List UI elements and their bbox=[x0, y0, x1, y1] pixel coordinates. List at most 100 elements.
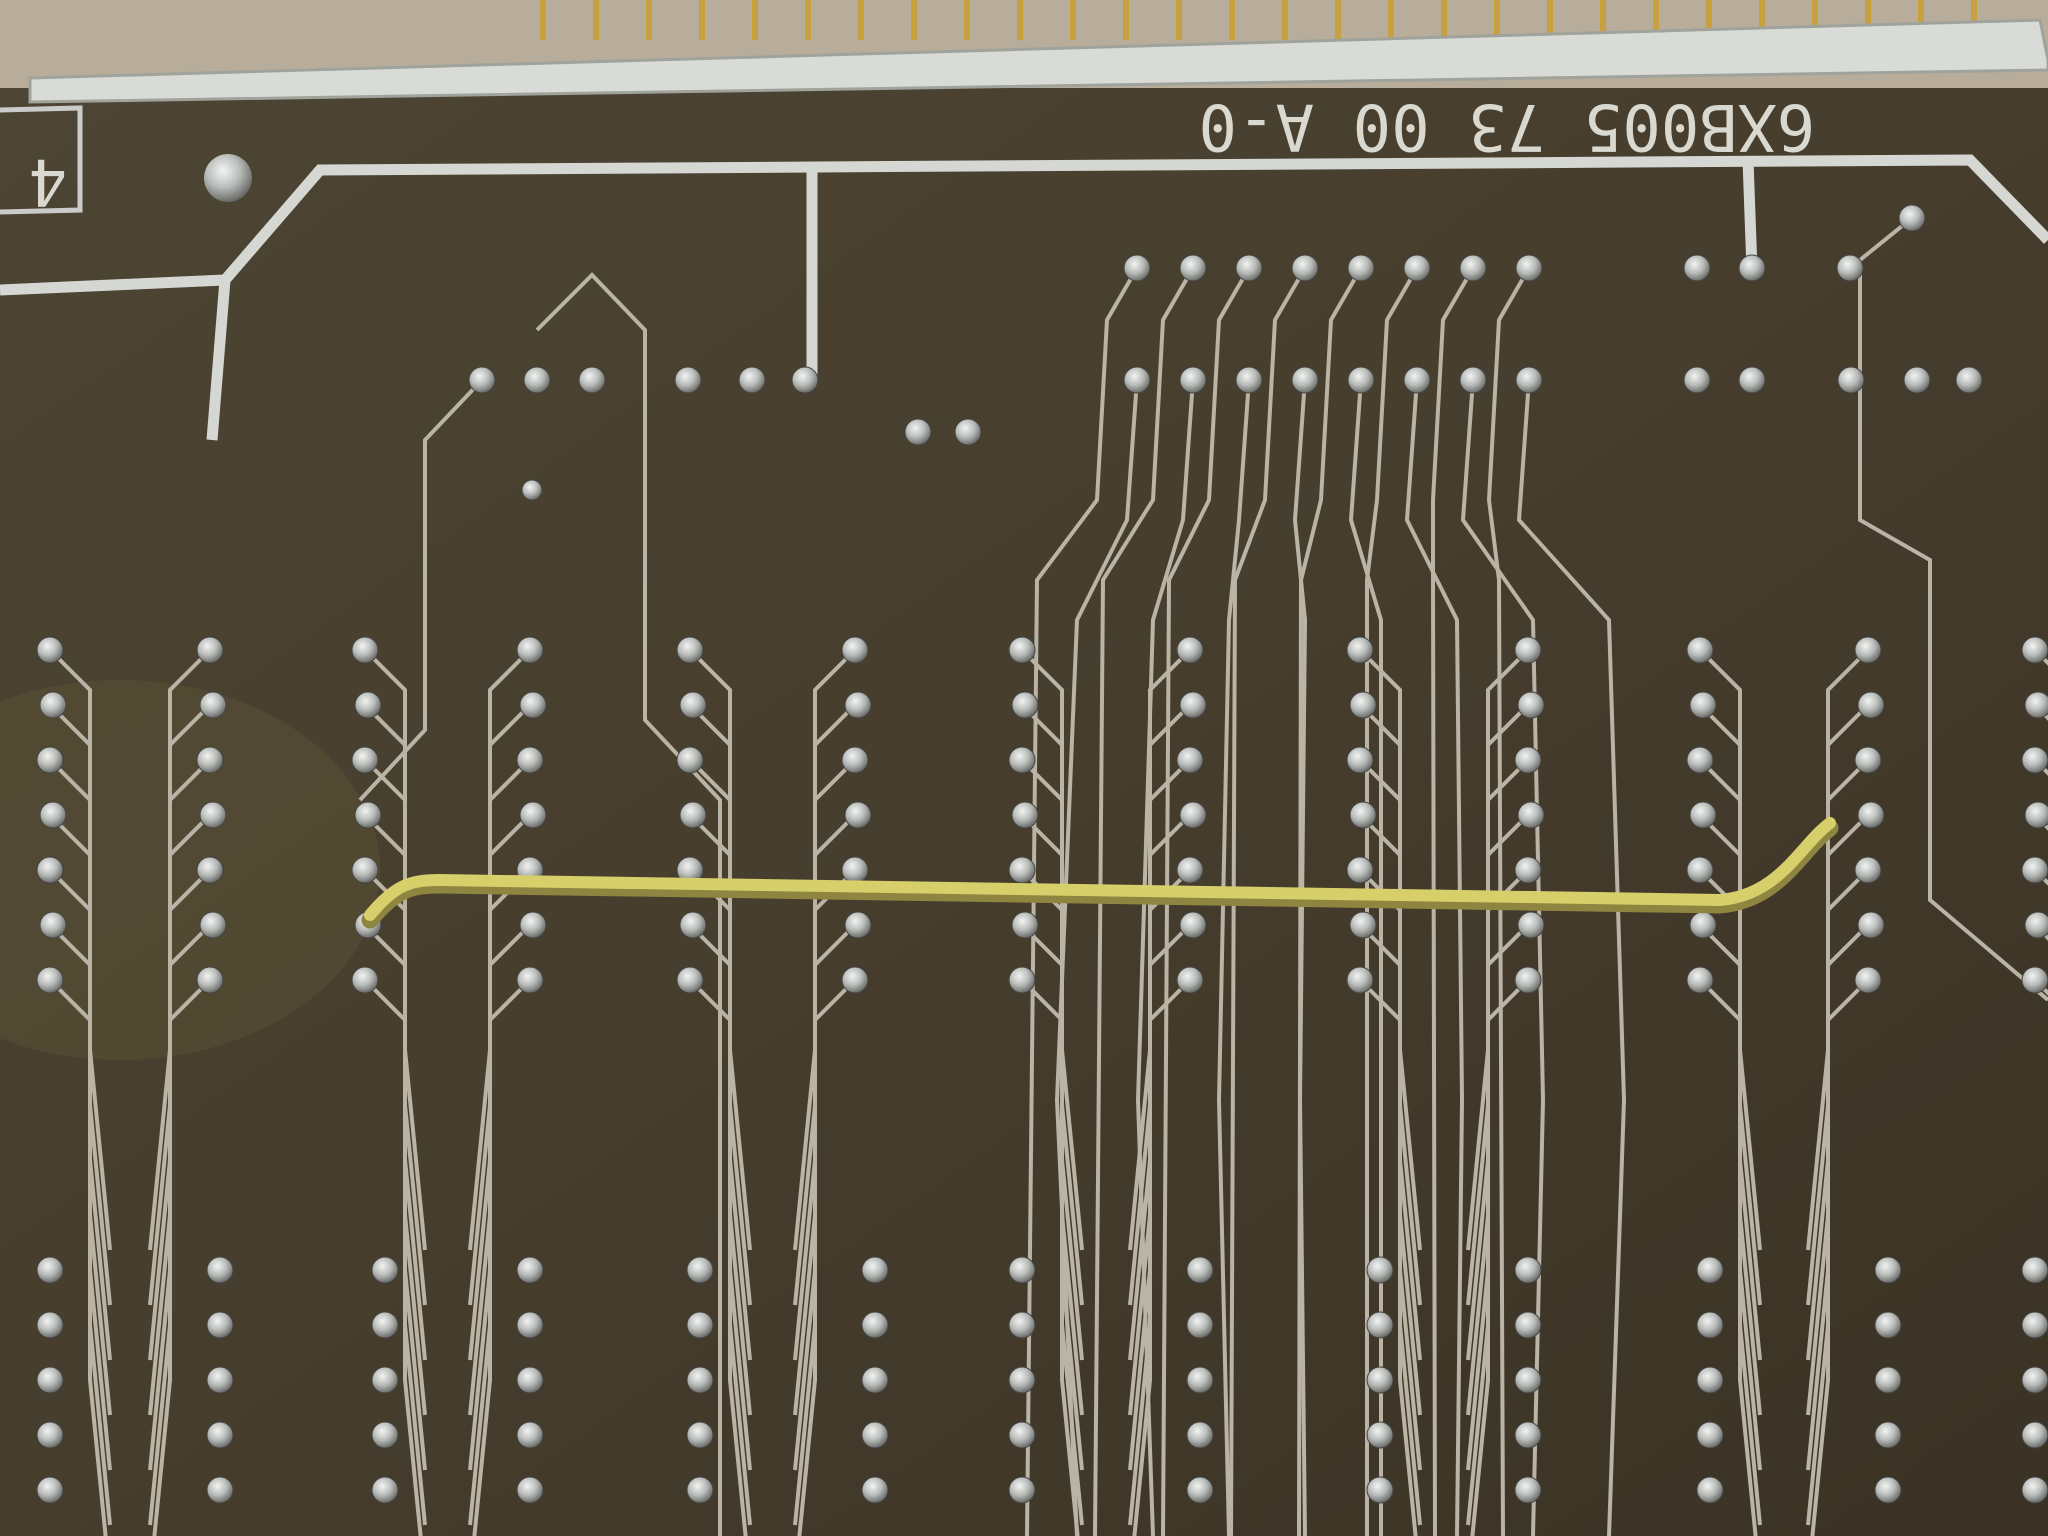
solder-pad bbox=[516, 1366, 544, 1394]
solder-pad bbox=[2021, 1311, 2048, 1339]
bus-branch bbox=[1742, 159, 1758, 271]
solder-pad bbox=[36, 1366, 64, 1394]
solder-pad bbox=[861, 1476, 889, 1504]
solder-pad bbox=[1346, 636, 1374, 664]
solder-pad bbox=[1186, 1366, 1214, 1394]
solder-pad bbox=[206, 1256, 234, 1284]
solder-pad bbox=[1186, 1256, 1214, 1284]
connector-pin bbox=[752, 0, 758, 40]
connector-pin bbox=[1918, 0, 1924, 40]
solder-pad bbox=[199, 911, 227, 939]
solder-pad bbox=[1403, 366, 1431, 394]
copper-traces bbox=[48, 216, 2048, 1536]
solder-pad bbox=[844, 691, 872, 719]
solder-pad bbox=[1689, 801, 1717, 829]
trace bbox=[1135, 379, 1195, 1536]
trace bbox=[1470, 978, 1530, 1536]
solder-pad bbox=[1008, 1476, 1036, 1504]
solder-pad bbox=[861, 1256, 889, 1284]
solder-pad bbox=[1514, 746, 1542, 774]
solder-pad bbox=[1514, 1421, 1542, 1449]
trace bbox=[1348, 379, 1383, 1536]
board-stain bbox=[0, 680, 380, 1060]
solder-pad bbox=[2021, 636, 2048, 664]
solder-pad bbox=[1349, 911, 1377, 939]
solder-pad bbox=[2021, 856, 2048, 884]
solder-pad bbox=[1683, 254, 1711, 282]
solder-pad bbox=[371, 1311, 399, 1339]
connector-pin bbox=[540, 0, 546, 40]
solder-pad bbox=[199, 691, 227, 719]
solder-pad bbox=[2021, 1421, 2048, 1449]
trace bbox=[152, 978, 212, 1536]
solder-pad bbox=[1854, 966, 1882, 994]
yellow-jumper-wire bbox=[364, 817, 1836, 921]
solder-pad bbox=[1874, 1476, 1902, 1504]
connector-pin bbox=[1017, 0, 1023, 40]
solder-pad bbox=[1366, 1366, 1394, 1394]
solder-pad bbox=[1903, 366, 1931, 394]
solder-pad bbox=[1403, 254, 1431, 282]
solder-pad bbox=[39, 801, 67, 829]
solder-pad bbox=[1854, 746, 1882, 774]
solder-pad bbox=[516, 1311, 544, 1339]
tin-edge-strip bbox=[28, 18, 2048, 104]
solder-pad bbox=[1686, 636, 1714, 664]
trace bbox=[797, 978, 857, 1536]
solder-pad bbox=[861, 1366, 889, 1394]
solder-pad bbox=[468, 366, 496, 394]
connector-pin bbox=[1971, 0, 1977, 40]
solder-pad bbox=[1008, 1366, 1036, 1394]
solder-pad bbox=[686, 1476, 714, 1504]
trace bbox=[1858, 216, 2048, 1002]
solder-pad bbox=[1854, 636, 1882, 664]
edge-marking: 4 bbox=[29, 144, 68, 218]
solder-pad bbox=[2024, 691, 2048, 719]
solder-pad bbox=[841, 966, 869, 994]
solder-pad bbox=[1179, 911, 1207, 939]
solder-pad bbox=[1689, 691, 1717, 719]
solder-pad bbox=[351, 636, 379, 664]
connector-pin bbox=[1070, 0, 1076, 40]
trace bbox=[1404, 379, 1465, 1536]
solder-pad bbox=[2021, 1366, 2048, 1394]
board-marking: 6XB005 73 00 A-0 bbox=[1199, 89, 1816, 163]
solder-pad bbox=[1689, 911, 1717, 939]
solder-pad bbox=[371, 1366, 399, 1394]
solder-pad bbox=[196, 636, 224, 664]
solder-pad bbox=[1008, 1421, 1036, 1449]
solder-pad bbox=[351, 966, 379, 994]
solder-pad bbox=[1346, 966, 1374, 994]
ground-bus-trace bbox=[0, 154, 2048, 296]
connector-pin bbox=[1653, 0, 1659, 40]
trace bbox=[1054, 379, 1139, 1536]
solder-pad bbox=[1186, 1476, 1214, 1504]
solder-pad bbox=[2021, 966, 2048, 994]
solder-pad bbox=[196, 966, 224, 994]
solder-pad bbox=[1857, 911, 1885, 939]
connector-pin bbox=[593, 0, 599, 40]
trace bbox=[1516, 379, 1627, 1536]
solder-pad bbox=[791, 366, 819, 394]
trace bbox=[363, 978, 423, 1536]
solder-pad bbox=[1517, 801, 1545, 829]
solder-pad bbox=[2021, 746, 2048, 774]
solder-pad bbox=[1738, 254, 1766, 282]
solder-pad bbox=[1235, 366, 1263, 394]
solder-pad bbox=[1186, 1311, 1214, 1339]
solder-pad bbox=[36, 1421, 64, 1449]
solder-pad bbox=[516, 1256, 544, 1284]
trace bbox=[472, 978, 532, 1536]
connector-pin bbox=[1812, 0, 1818, 40]
solder-pad bbox=[39, 691, 67, 719]
connector-pin bbox=[1229, 0, 1235, 40]
screw-head bbox=[204, 154, 252, 202]
solder-pad bbox=[1515, 366, 1543, 394]
solder-pad bbox=[1366, 1476, 1394, 1504]
solder-pad bbox=[844, 801, 872, 829]
solder-pad bbox=[523, 366, 551, 394]
solder-pad bbox=[2021, 1256, 2048, 1284]
solder-pad bbox=[516, 966, 544, 994]
solder-pad bbox=[39, 911, 67, 939]
trace bbox=[1460, 379, 1546, 1536]
